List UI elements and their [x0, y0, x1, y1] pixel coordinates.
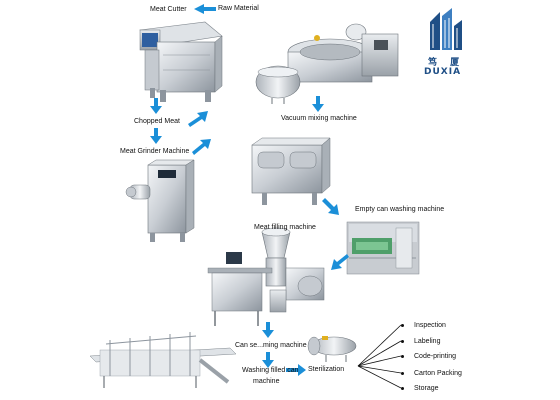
label-can-seaming: Can se...ming machine: [235, 342, 307, 349]
label-meat-cutter: Meat Cutter: [150, 6, 187, 13]
output-carton-packing: Carton Packing: [414, 370, 462, 377]
bullet-dot: [401, 355, 404, 358]
label-sterilization: Sterilization: [308, 366, 345, 373]
arrow-chopped-down: [150, 128, 162, 144]
label-meat-filling: Meat filling machine: [254, 224, 316, 231]
arrow-mixer-down: [312, 96, 324, 112]
label-meat-grinder: Meat Grinder Machine: [120, 148, 190, 155]
output-code-printing: Code-printing: [414, 353, 457, 360]
flow-arrows: [150, 4, 349, 376]
arrow-filler-down: [262, 322, 274, 338]
bullet-dot: [401, 340, 404, 343]
arrow-raw-to-cutter: [194, 4, 216, 14]
arrow-mixer-to-washer: [322, 198, 339, 215]
label-washing-filled-2: machine: [253, 378, 280, 385]
bullet-dot: [401, 324, 404, 327]
label-chopped-meat: Chopped Meat: [134, 118, 180, 125]
output-labeling: Labeling: [414, 338, 441, 345]
arrow-cutter-down: [150, 98, 162, 114]
logo-chinese-text: 笃 厦: [428, 58, 465, 68]
meat-grinder-illustration: [125, 159, 195, 242]
vacuum-mixer-unit-illustration: [251, 137, 331, 205]
meat-cutter-illustration: [139, 21, 223, 102]
label-raw-material: Raw Material: [218, 5, 259, 12]
label-empty-can-washing: Empty can washing machine: [355, 206, 445, 213]
arrow-to-sterilization: [286, 364, 306, 376]
logo-english-text: DUXIA: [424, 67, 462, 77]
output-storage: Storage: [414, 385, 439, 392]
arrow-washer-to-filler: [331, 254, 349, 270]
sterilizer-illustration: [307, 336, 357, 362]
arrow-seaming-down: [262, 352, 274, 368]
output-inspection: Inspection: [414, 322, 446, 329]
meat-filling-illustration: [207, 227, 325, 326]
can-washing-line-illustration: [89, 332, 237, 388]
duxia-logo: [425, 8, 465, 52]
arrow-chopped-to-mixer: [188, 111, 208, 127]
vacuum-mixer-illustration: [255, 23, 399, 104]
output-fan-lines: [357, 324, 402, 389]
label-vacuum-mixing: Vacuum mixing machine: [281, 115, 357, 122]
arrow-grinder-to-mixer: [192, 139, 211, 155]
bullet-dot: [401, 372, 404, 375]
label-washing-filled-1: Washing filled can: [242, 367, 299, 374]
bullet-dot: [401, 387, 404, 390]
can-washer-illustration: [346, 221, 420, 275]
